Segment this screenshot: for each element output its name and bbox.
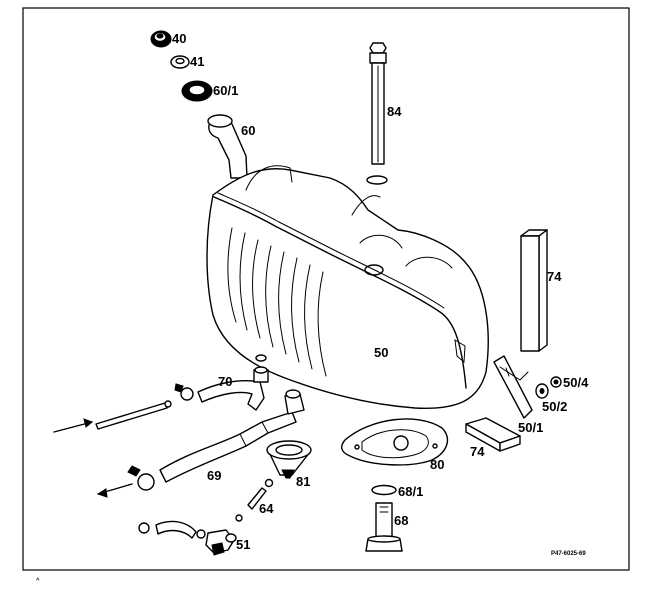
drawing-reference: P47-6025-69 — [551, 551, 586, 557]
part-51-connector — [138, 520, 237, 556]
part-hose-clamp-70 — [174, 383, 194, 401]
label-60-1: 60/1 — [213, 83, 238, 98]
part-hose-clamp-69 — [127, 465, 155, 491]
part-68-drain-plug — [365, 502, 403, 552]
part-40-cap-nut — [150, 30, 172, 48]
part-50-1-bracket — [493, 355, 533, 419]
part-vent-rod — [95, 400, 172, 430]
label-50-4: 50/4 — [563, 375, 589, 390]
part-50-2-nut — [535, 383, 549, 399]
label-80: 80 — [430, 457, 444, 472]
label-41: 41 — [190, 54, 204, 69]
part-70-hose — [197, 354, 269, 411]
part-74-foam-pad — [465, 417, 521, 452]
corner-mark: ^ — [36, 578, 40, 584]
label-84: 84 — [387, 104, 402, 119]
part-41-washer — [170, 55, 190, 69]
part-50-4-washer — [550, 376, 562, 388]
part-74-foam-strip-upright — [520, 229, 548, 352]
part-60-1-seal-ring — [181, 80, 213, 102]
label-68: 68 — [394, 513, 408, 528]
part-81-strainer — [266, 440, 312, 479]
label-50-2: 50/2 — [542, 399, 567, 414]
part-80-gasket-plate — [341, 418, 449, 466]
part-69-hose — [159, 389, 305, 483]
label-60: 60 — [241, 123, 255, 138]
flow-arrow-out — [96, 483, 133, 498]
label-68-1: 68/1 — [398, 484, 423, 499]
part-68-1-o-ring — [371, 484, 397, 496]
label-64: 64 — [259, 501, 274, 516]
part-50-fuel-tank — [206, 114, 489, 409]
label-74-flat: 74 — [470, 444, 485, 459]
label-69: 69 — [207, 468, 221, 483]
label-74-upright: 74 — [547, 269, 562, 284]
part-84-bolt — [366, 42, 388, 185]
label-50-1: 50/1 — [518, 420, 543, 435]
diagram-frame — [22, 7, 630, 571]
part-64-pipe — [235, 478, 274, 522]
label-81: 81 — [296, 474, 310, 489]
label-50: 50 — [374, 345, 388, 360]
label-70: 70 — [218, 374, 232, 389]
label-51: 51 — [236, 537, 250, 552]
flow-arrow-in — [53, 418, 93, 433]
label-40: 40 — [172, 31, 186, 46]
